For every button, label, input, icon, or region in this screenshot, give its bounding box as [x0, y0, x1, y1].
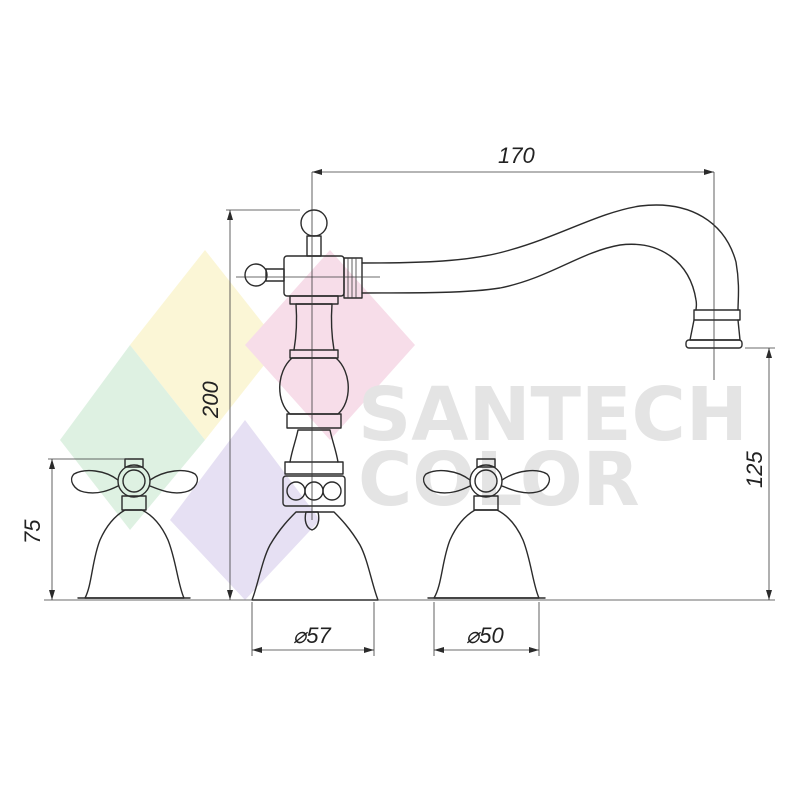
dimension-lines [44, 169, 775, 656]
right-handle [422, 458, 551, 599]
watermark-logo: SANTECH COLOR [60, 250, 748, 600]
faucet-body [244, 204, 743, 601]
dim-label-handle-height: 75 [20, 519, 45, 544]
dim-label-total-height: 200 [198, 381, 223, 419]
watermark-text-line1: SANTECH [358, 372, 748, 458]
dim-label-body-diameter: ⌀57 [293, 623, 331, 648]
left-handle [70, 458, 199, 599]
dim-label-spout-reach: 170 [498, 143, 535, 168]
centerlines [236, 172, 715, 520]
watermark-text-line2: COLOR [358, 437, 640, 523]
dim-label-handle-diameter: ⌀50 [466, 623, 504, 648]
dim-label-spout-height: 125 [742, 451, 767, 488]
